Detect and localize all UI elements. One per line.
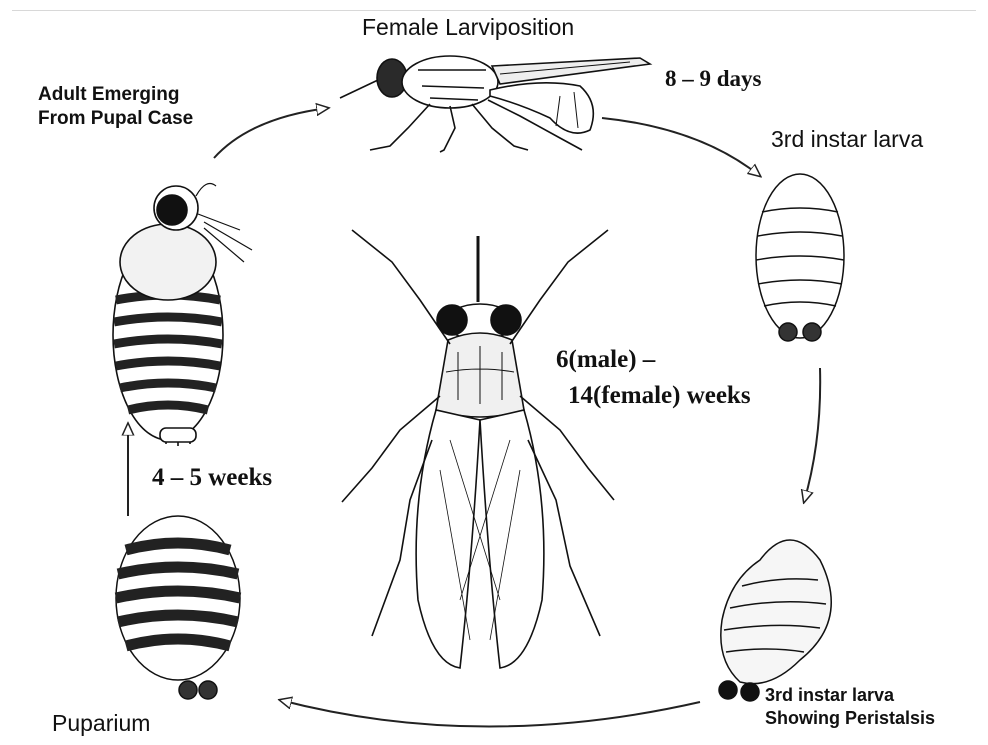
arrow-peristalsis-to-puparium [280,700,700,727]
label-third-instar-larva: 3rd instar larva [771,126,923,153]
label-adult-emerging-line2: From Pupal Case [38,107,193,131]
duration-larviposition-to-larva: 8 – 9 days [665,66,762,92]
label-third-instar-peristalsis-line1: 3rd instar larva [765,684,935,707]
arrow-larva-to-peristalsis [804,368,820,502]
duration-puparium-to-adult: 4 – 5 weeks [152,464,272,492]
third-instar-larva-illustration [756,174,844,341]
label-puparium: Puparium [52,710,150,737]
adult-emerging-illustration [113,184,252,446]
duration-adult-lifespan-line1: 6(male) – [556,346,655,374]
label-female-larviposition: Female Larviposition [362,14,574,41]
label-third-instar-peristalsis: 3rd instar larva Showing Peristalsis [765,684,935,730]
arrow-emerging-to-larviposition [214,108,328,158]
label-third-instar-peristalsis-line2: Showing Peristalsis [765,707,935,730]
puparium-illustration [116,516,240,699]
arrow-larviposition-to-larva [602,118,760,176]
peristalsis-larva-illustration [719,540,831,701]
adult-tsetse-fly-illustration [342,230,614,668]
label-adult-emerging: Adult Emerging From Pupal Case [38,83,193,131]
female-fly-illustration [340,56,650,152]
duration-adult-lifespan-line2: 14(female) weeks [568,382,751,410]
label-adult-emerging-line1: Adult Emerging [38,83,193,107]
